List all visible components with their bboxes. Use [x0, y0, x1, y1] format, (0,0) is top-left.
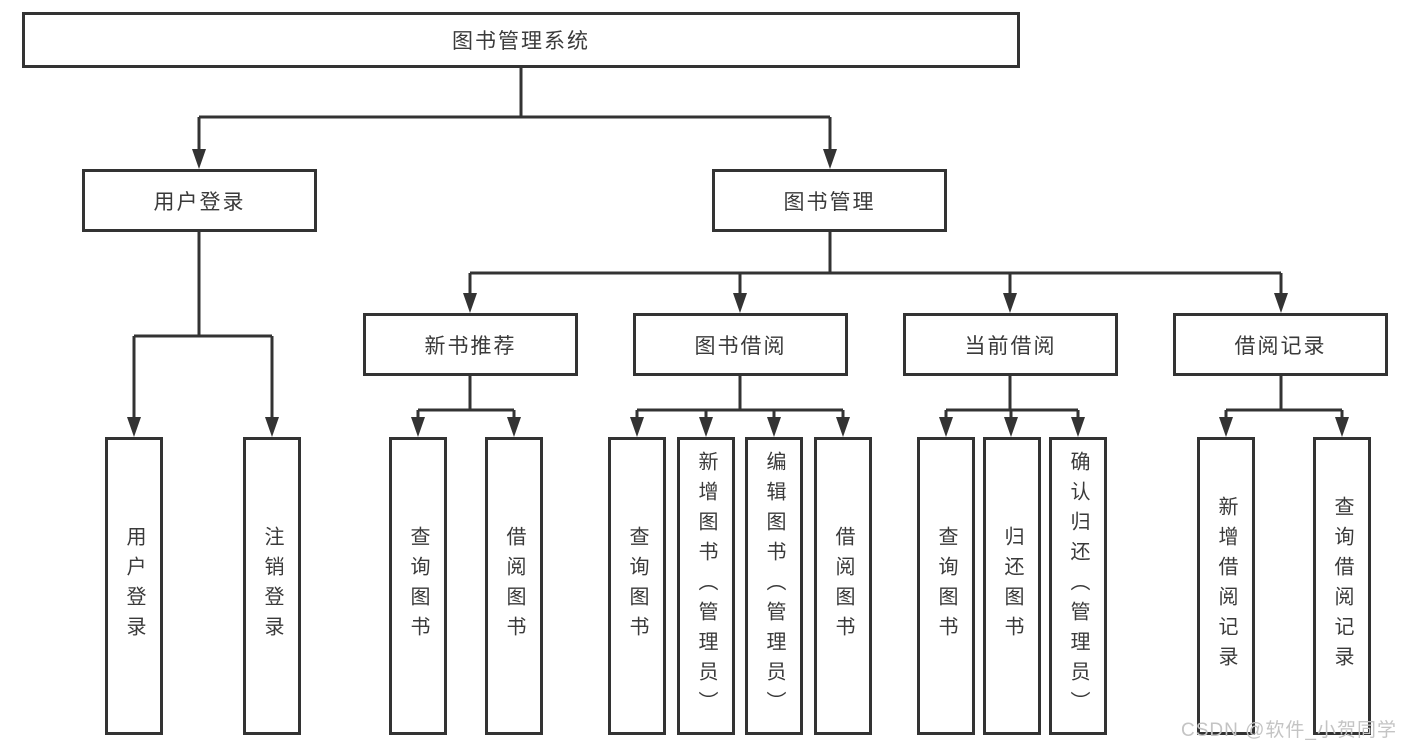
- node-leaf-query-borrow-record: 查询借阅记录: [1313, 437, 1371, 735]
- node-book-management: 图书管理: [712, 169, 947, 232]
- node-new-book-recommendation: 新书推荐: [363, 313, 578, 376]
- node-leaf-logout: 注销登录: [243, 437, 301, 735]
- node-current-borrowing: 当前借阅: [903, 313, 1118, 376]
- node-library-management-system: 图书管理系统: [22, 12, 1020, 68]
- node-leaf-add-borrow-record: 新增借阅记录: [1197, 437, 1255, 735]
- node-leaf-user-login: 用户登录: [105, 437, 163, 735]
- node-leaf-recommend-borrow-books: 借阅图书: [485, 437, 543, 735]
- node-leaf-borrow-books: 借阅图书: [814, 437, 872, 735]
- node-user-login: 用户登录: [82, 169, 317, 232]
- node-leaf-confirm-return-admin: 确认归还（管理员）: [1049, 437, 1107, 735]
- node-leaf-borrow-query-books: 查询图书: [608, 437, 666, 735]
- csdn-watermark: CSDN @软件_小贺同学: [1181, 720, 1397, 741]
- node-leaf-current-query-books: 查询图书: [917, 437, 975, 735]
- node-leaf-recommend-query-books: 查询图书: [389, 437, 447, 735]
- node-book-borrowing: 图书借阅: [633, 313, 848, 376]
- node-leaf-return-books: 归还图书: [983, 437, 1041, 735]
- node-leaf-edit-books-admin: 编辑图书（管理员）: [745, 437, 803, 735]
- node-leaf-add-books-admin: 新增图书（管理员）: [677, 437, 735, 735]
- node-borrowing-records: 借阅记录: [1173, 313, 1388, 376]
